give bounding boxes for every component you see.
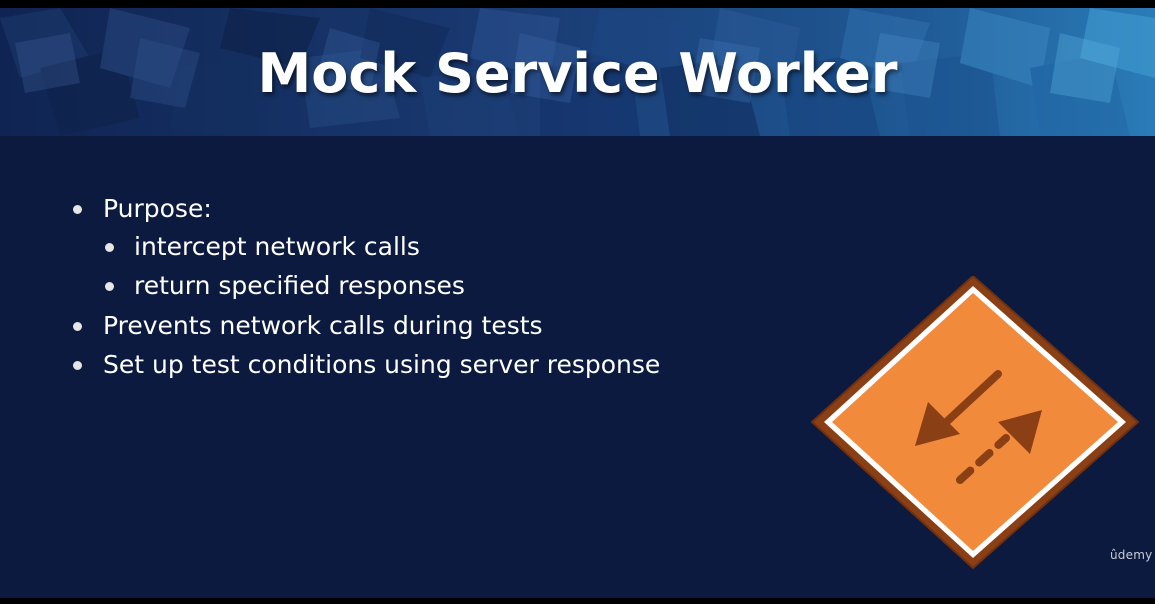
bullet-item: Set up test conditions using server resp…: [73, 349, 661, 381]
bullet-list: Purpose: intercept network calls return …: [73, 193, 661, 381]
sub-bullet-item: return specified responses: [105, 270, 465, 302]
bullet-text: intercept network calls: [134, 232, 420, 261]
letterbox-bottom: [0, 598, 1155, 604]
bullet-dot-icon: [73, 322, 82, 331]
letterbox-top: [0, 0, 1155, 8]
bullet-dot-icon: [105, 243, 114, 252]
bullet-text: Set up test conditions using server resp…: [103, 350, 661, 379]
title-banner: Mock Service Worker: [0, 8, 1155, 136]
udemy-watermark-logo: ûdemy: [1110, 548, 1153, 562]
banner-texture: [0, 8, 1155, 136]
bullet-dot-icon: [73, 361, 82, 370]
two-way-traffic-diamond-sign-icon: [811, 276, 1139, 569]
sub-bullet-item: intercept network calls: [105, 231, 420, 263]
bullet-text: return specified responses: [134, 271, 465, 300]
bullet-text: Prevents network calls during tests: [103, 311, 543, 340]
bullet-dot-icon: [73, 205, 82, 214]
bullet-dot-icon: [105, 282, 114, 291]
bullet-text: Purpose:: [103, 194, 212, 223]
bullet-item: Prevents network calls during tests: [73, 310, 543, 342]
slide-title: Mock Service Worker: [257, 42, 898, 105]
bullet-item: Purpose:: [73, 193, 212, 225]
